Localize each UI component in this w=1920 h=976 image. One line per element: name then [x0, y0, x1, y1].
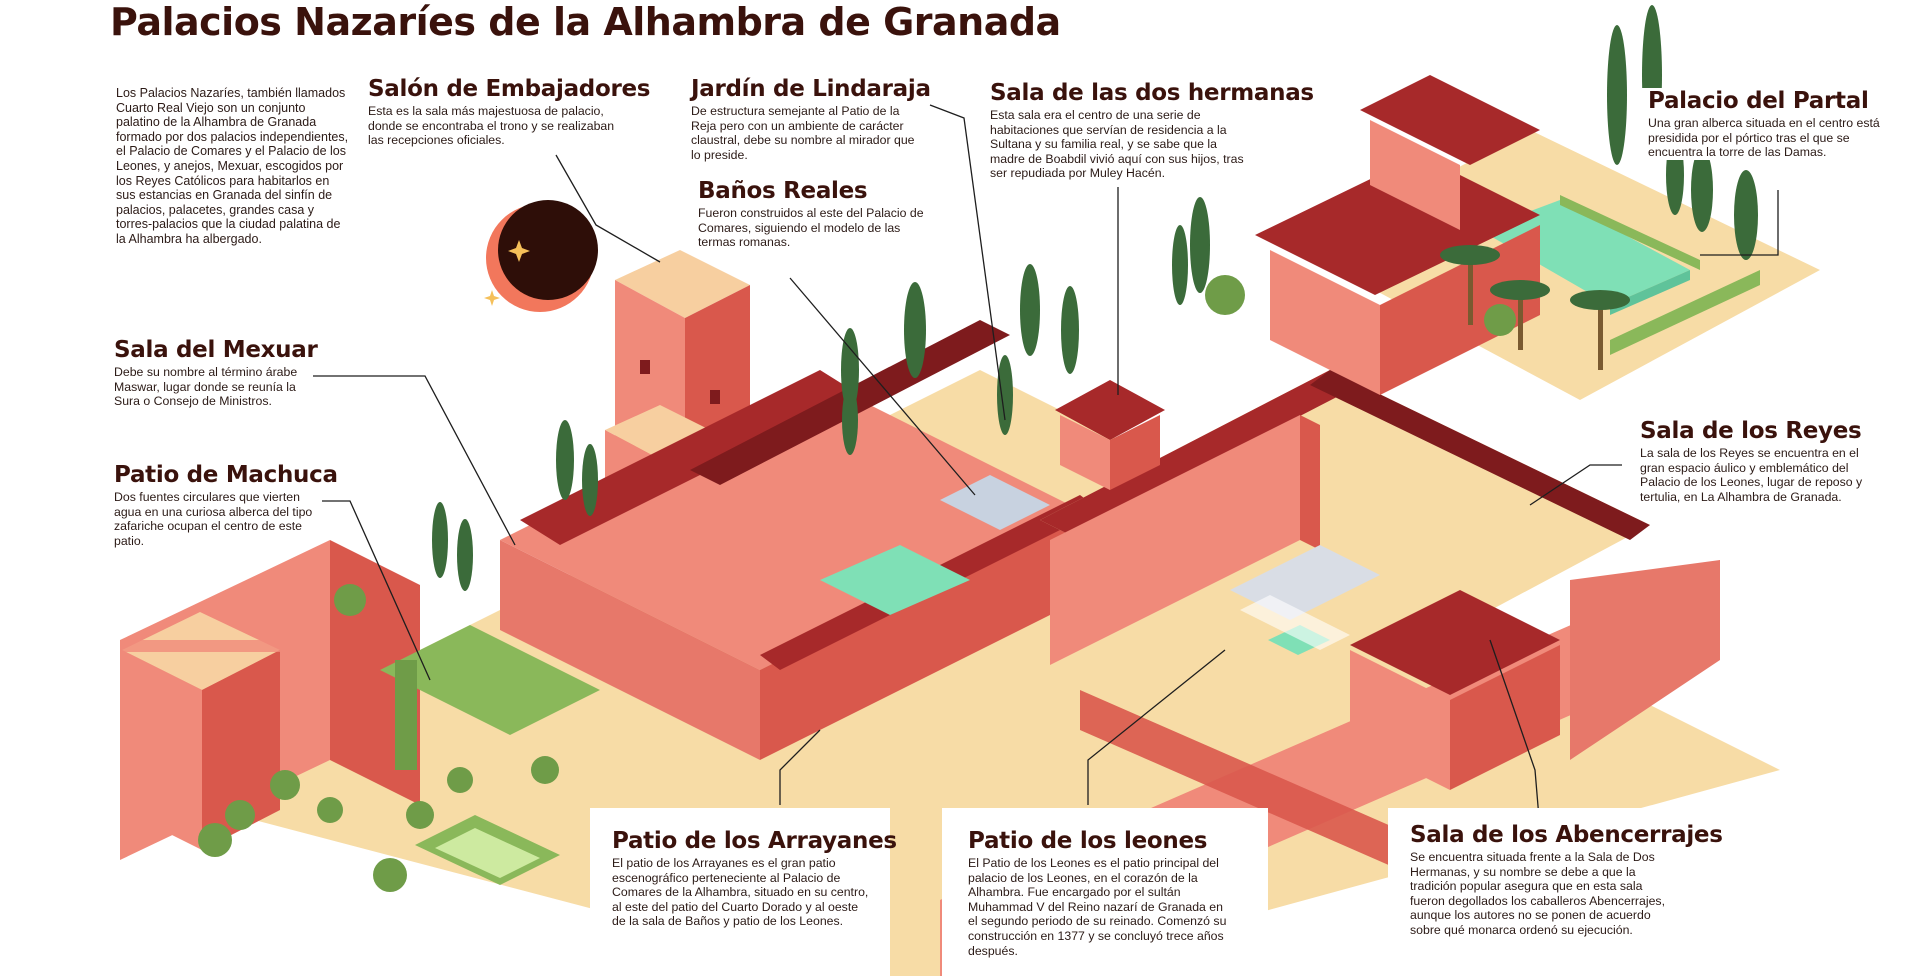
leones-palace [1040, 370, 1650, 680]
page-title: Palacios Nazaríes de la Alhambra de Gran… [110, 0, 1061, 44]
label-embajadores: Salón de Embajadores Esta es la sala más… [368, 76, 651, 148]
label-lindaraja: Jardín de Lindaraja De estructura semeja… [691, 76, 931, 162]
label-partal-title: Palacio del Partal [1648, 88, 1869, 114]
abencerrajes-hall [1350, 590, 1560, 790]
label-banos: Baños Reales Fueron construidos al este … [698, 178, 934, 250]
label-reyes-title: Sala de los Reyes [1640, 418, 1862, 444]
partal-palace [1255, 75, 1540, 395]
partal-pool [1480, 195, 1760, 355]
hermanas-dome [1055, 380, 1165, 490]
label-embajadores-title: Salón de Embajadores [368, 76, 651, 102]
label-leones-title: Patio de los leones [968, 828, 1208, 854]
label-abencerrajes-title: Sala de los Abencerrajes [1410, 822, 1723, 848]
label-hermanas-title: Sala de las dos hermanas [990, 80, 1314, 106]
label-mexuar: Sala del Mexuar Debe su nombre al términ… [114, 337, 324, 409]
label-machuca-title: Patio de Machuca [114, 462, 338, 488]
label-leones-text: El Patio de los Leones es el patio princ… [968, 856, 1227, 958]
label-reyes-text: La sala de los Reyes se encuentra en el … [1640, 446, 1863, 504]
partal-label-bg [1640, 88, 1890, 160]
moon-icon [484, 200, 598, 312]
palm-trees [1440, 245, 1630, 370]
machuca-garden [380, 625, 600, 885]
leader-lines [313, 104, 1779, 831]
label-arrayanes-title: Patio de los Arrayanes [612, 828, 897, 854]
label-banos-text: Fueron construidos al este del Palacio d… [698, 206, 924, 250]
label-arrayanes: Patio de los Arrayanes El patio de los A… [612, 828, 897, 929]
label-hermanas: Sala de las dos hermanas Esta sala era e… [990, 80, 1314, 181]
label-banos-title: Baños Reales [698, 178, 868, 204]
abencerrajes-label-bg [1388, 808, 1728, 976]
label-mexuar-text: Debe su nombre al término árabe Maswar, … [114, 365, 298, 409]
label-partal: Palacio del Partal Una gran alberca situ… [1648, 88, 1888, 160]
banos-glass [940, 475, 1050, 530]
label-leones: Patio de los leones El Patio de los Leon… [968, 828, 1230, 958]
label-machuca-text: Dos fuentes circulares que vierten agua … [114, 490, 313, 548]
intro-paragraph: Los Palacios Nazaríes, también llamados … [116, 86, 349, 246]
label-abencerrajes: Sala de los Abencerrajes Se encuentra si… [1410, 822, 1723, 938]
reyes-label-bg [1640, 420, 1865, 520]
label-hermanas-text: Esta sala era el centro de una serie de … [990, 108, 1244, 181]
label-machuca: Patio de Machuca Dos fuentes circulares … [114, 462, 338, 548]
arrayanes-label-bg [590, 808, 890, 976]
label-mexuar-title: Sala del Mexuar [114, 337, 318, 363]
label-abencerrajes-text: Se encuentra situada frente a la Sala de… [1410, 850, 1665, 937]
label-lindaraja-text: De estructura semejante al Patio de la R… [691, 104, 915, 162]
round-trees [198, 275, 1516, 892]
label-arrayanes-text: El patio de los Arrayanes es el gran pat… [612, 856, 869, 929]
leones-label-bg [942, 808, 1268, 976]
label-embajadores-text: Esta es la sala más majestuosa de palaci… [368, 104, 615, 148]
corner-tower [122, 612, 280, 850]
label-lindaraja-title: Jardín de Lindaraja [691, 76, 931, 102]
label-partal-text: Una gran alberca situada en el centro es… [1648, 116, 1880, 160]
label-reyes: Sala de los Reyes La sala de los Reyes s… [1640, 418, 1865, 504]
